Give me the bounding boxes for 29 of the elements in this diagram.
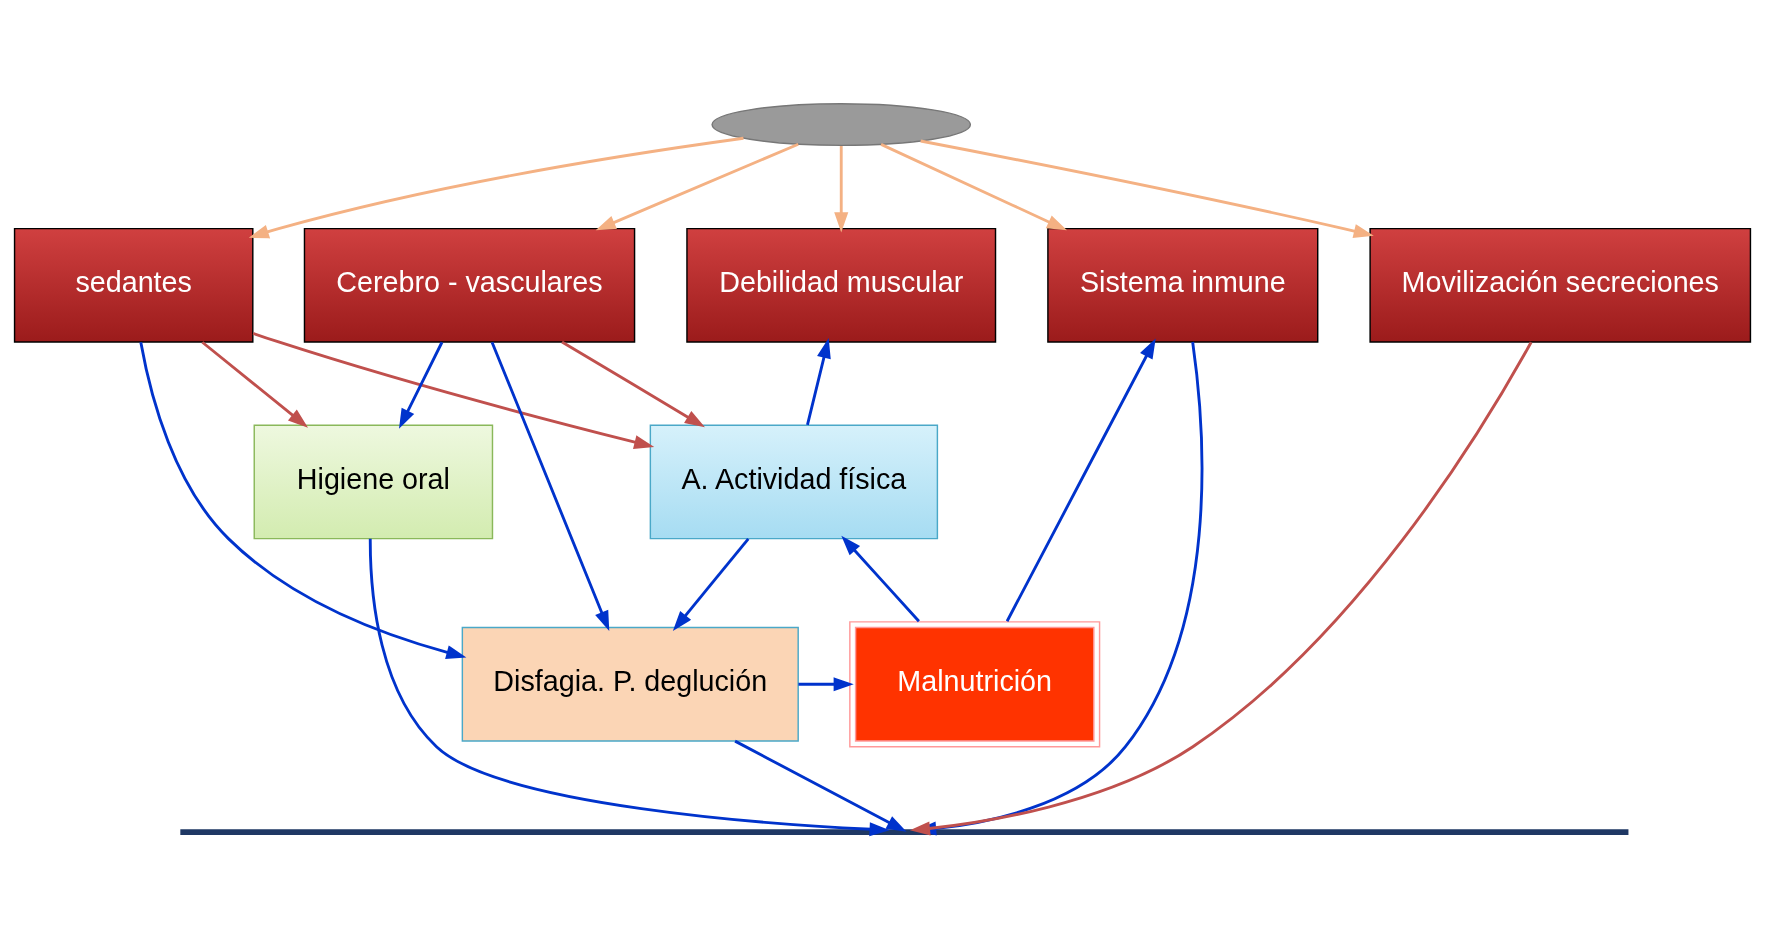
node-box: Movilización secreciones xyxy=(1369,227,1752,343)
arrow xyxy=(734,739,907,832)
arrow xyxy=(561,340,705,427)
node-box: Malnutrición xyxy=(849,620,1101,747)
node-box: Sistema inmune xyxy=(1047,227,1319,343)
arrow xyxy=(252,331,655,449)
arrow xyxy=(672,537,750,631)
node-box: Disfagia. P. deglución xyxy=(461,626,799,742)
node-box: Debilidad muscular xyxy=(686,227,997,343)
node-ellipse xyxy=(711,102,972,146)
node-bar xyxy=(180,828,1629,835)
node-box: Cerebro - vasculares xyxy=(303,227,636,343)
arrow xyxy=(399,341,444,429)
arrow xyxy=(920,139,1374,238)
node-box: sedantes xyxy=(13,227,254,343)
arrow xyxy=(806,337,831,425)
arrow xyxy=(139,341,467,659)
arrow xyxy=(834,145,849,232)
arrow xyxy=(490,341,610,631)
arrow xyxy=(248,136,744,238)
node-box: Higiene oral xyxy=(253,424,494,539)
arrow xyxy=(798,676,854,691)
arrow xyxy=(201,340,309,428)
node-box: A. Actividad física xyxy=(649,424,939,539)
arrow xyxy=(1005,337,1156,622)
arrow xyxy=(880,142,1068,230)
arrow xyxy=(368,538,890,836)
arrow xyxy=(841,535,920,622)
arrow xyxy=(595,142,799,230)
